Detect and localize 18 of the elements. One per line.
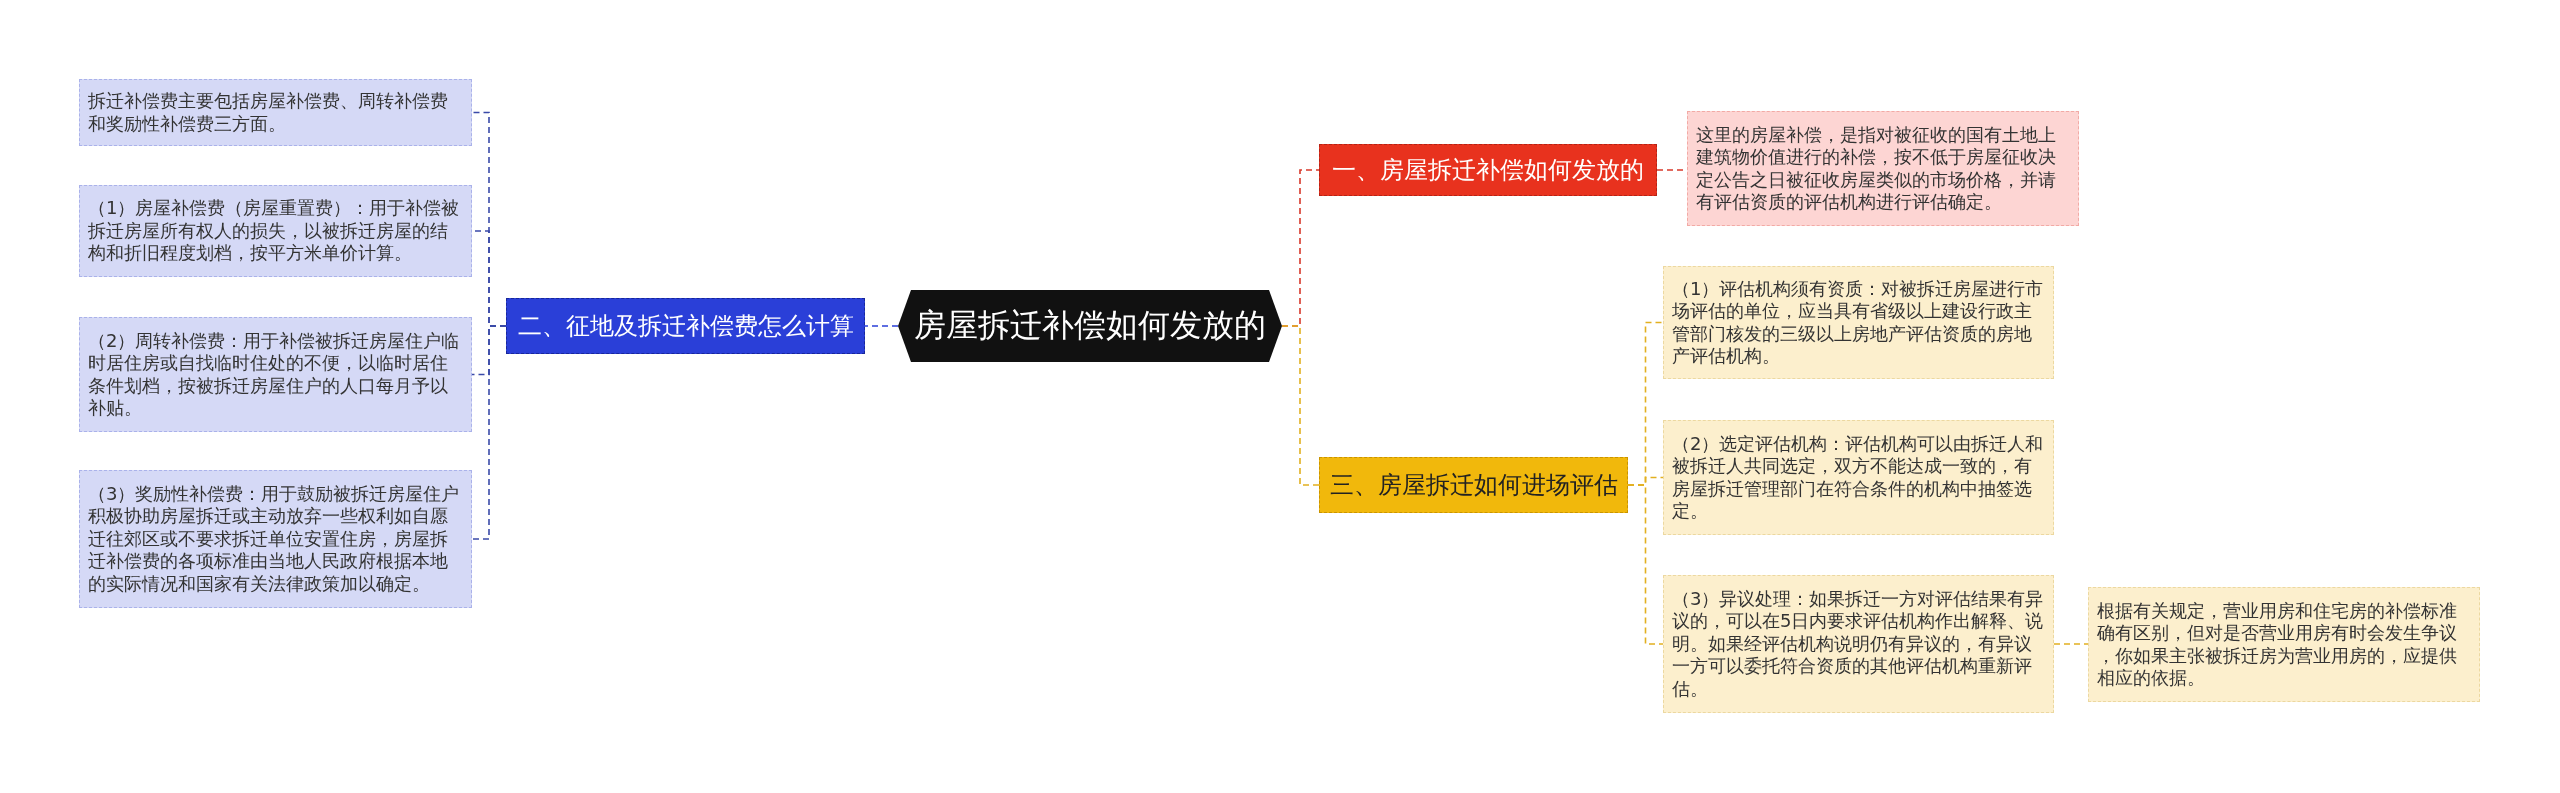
note-box: （2）选定评估机构：评估机构可以由拆迁人和被拆迁人共同选定，双方不能达成一致的，有房屋拆迁管理部门在符合条件的机构中抽签选定。 xyxy=(1663,420,2054,535)
note-box: 这里的房屋补偿，是指对被征收的国有土地上建筑物价值进行的补偿，按不低于房屋征收决定公告之日被征收房屋类似的市场价格，并请有评估资质的评估机构进行评估确定。 xyxy=(1687,111,2079,226)
connector-line xyxy=(1281,325,1320,486)
note-box: （3）奖励性补偿费：用于鼓励被拆迁房屋住户积极协助房屋拆迁或主动放弃一些权利如自愿迁往郊区或不要求拆迁单位安置住房，房屋拆迁补偿费的各项标准由当地人民政府根据本地的实际情况和国家有关法律政策加以确定。 xyxy=(79,470,472,608)
connector-line xyxy=(2053,643,2089,645)
connector-line xyxy=(471,325,507,540)
branch-box: 三、房屋拆迁如何进场评估 xyxy=(1319,457,1628,513)
note-box: （2）周转补偿费：用于补偿被拆迁房屋住户临时居住房或自找临时住处的不便，以临时居住条件划档，按被拆迁房屋住户的人口每月予以补贴。 xyxy=(79,317,472,432)
branch-box: 一、房屋拆迁补偿如何发放的 xyxy=(1319,144,1657,196)
note-box: 拆迁补偿费主要包括房屋补偿费、周转补偿费和奖励性补偿费三方面。 xyxy=(79,79,472,146)
note-box: 根据有关规定，营业用房和住宅房的补偿标准确有区别，但对是否营业用房有时会发生争议，你如果主张被拆迁房为营业用房的，应提供相应的依据。 xyxy=(2088,587,2480,702)
note-box: （1）房屋补偿费（房屋重置费）：用于补偿被拆迁房屋所有权人的损失，以被拆迁房屋的结构和折旧程度划档，按平方米单价计算。 xyxy=(79,185,472,277)
note-box: （3）异议处理：如果拆迁一方对评估结果有异议的，可以在5日内要求评估机构作出解释、说明。如果经评估机构说明仍有异议的，有异议一方可以委托符合资质的其他评估机构重新评估。 xyxy=(1663,575,2054,713)
connector-line xyxy=(864,325,899,327)
note-box: （1）评估机构须有资质：对被拆迁房屋进行市场评估的单位，应当具有省级以上建设行政主管部门核发的三级以上房地产评估资质的房地产评估机构。 xyxy=(1663,266,2054,379)
branch-box: 二、征地及拆迁补偿费怎么计算 xyxy=(506,298,865,354)
connector-line xyxy=(1627,484,1664,645)
topic-hexagon: 房屋拆迁补偿如何发放的 xyxy=(898,290,1282,362)
